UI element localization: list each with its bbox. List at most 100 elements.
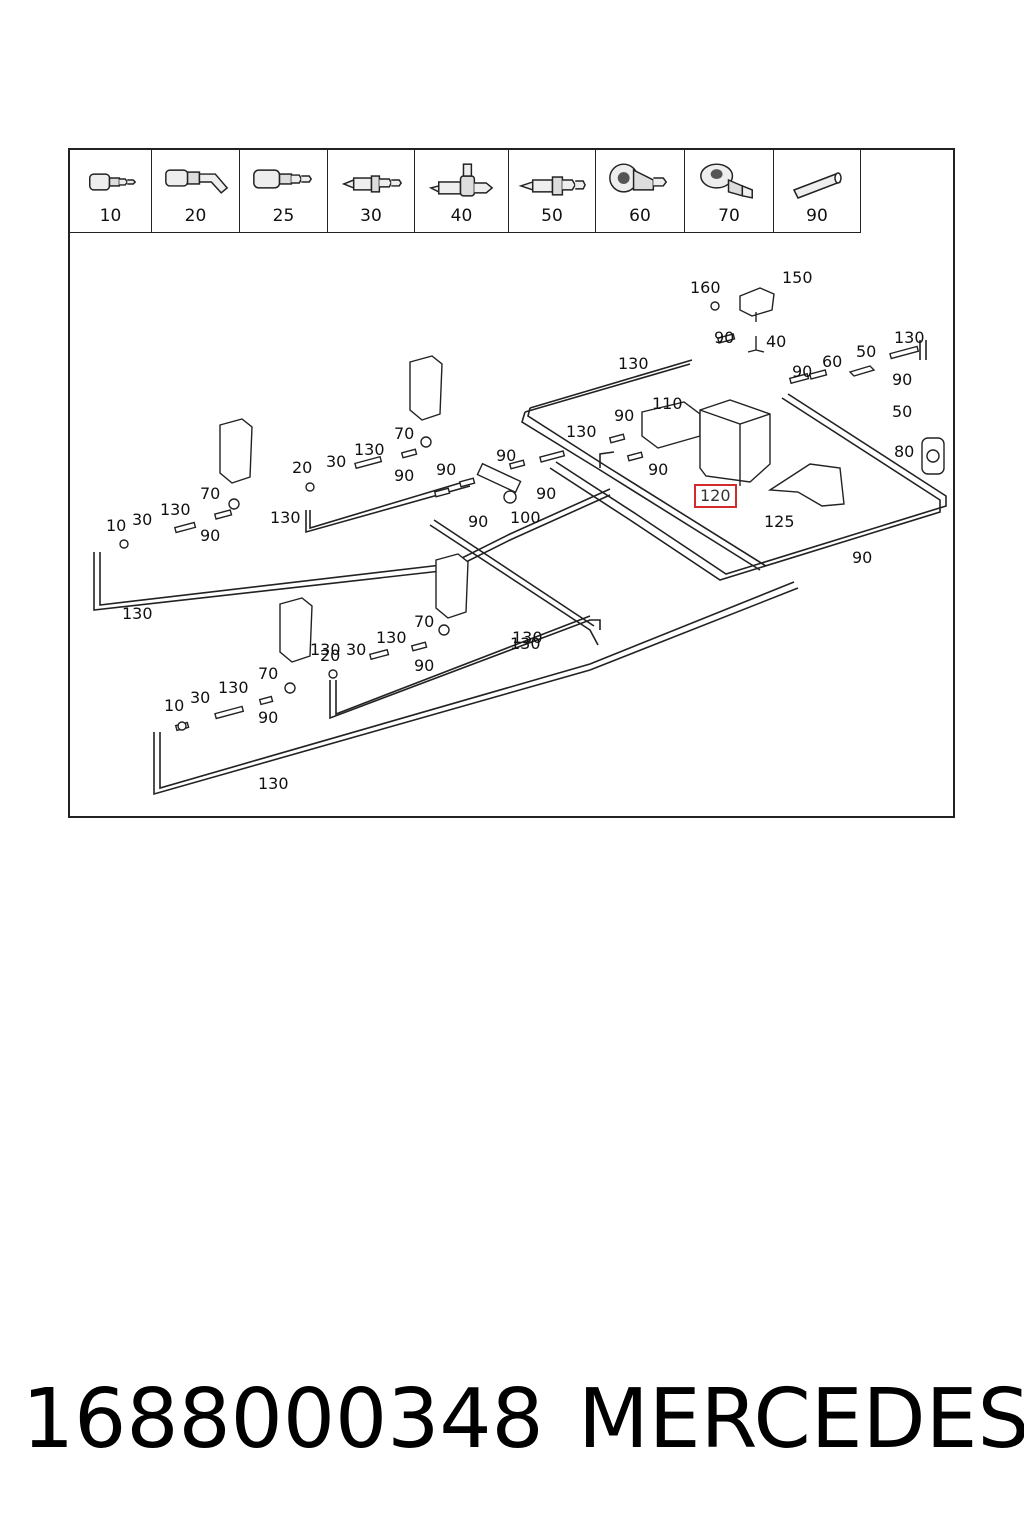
elbow-connector-icon [165, 169, 229, 194]
washer-reservoir [699, 399, 771, 483]
footer-caption: 1688000348 MERCEDES [22, 1370, 1024, 1470]
hose-line [159, 581, 795, 790]
coupling-icon [253, 169, 313, 189]
callout-label: 70 [394, 424, 415, 443]
callout-label: 90 [852, 548, 873, 567]
part-number: 1688000348 [22, 1372, 544, 1467]
legend-cell-40[interactable]: 40 [415, 150, 509, 232]
hose-line [309, 479, 471, 530]
hose-line [527, 407, 767, 567]
legend-number: 20 [184, 206, 207, 226]
nozzle-jet [409, 355, 443, 421]
legend-cell-70[interactable]: 70 [685, 150, 774, 232]
tee-connector-icon [428, 163, 494, 197]
callout-label: 10 [106, 516, 127, 535]
callout-label: 30 [326, 452, 347, 471]
elbow-valve-icon [700, 163, 753, 199]
hose-line [555, 393, 947, 575]
callout-label: 130 [270, 508, 301, 527]
legend-cell-60[interactable]: 60 [596, 150, 685, 232]
legend-number: 70 [718, 206, 740, 226]
callout-label: 80 [894, 442, 915, 461]
callout-label: 130 [894, 328, 925, 347]
hose-routing-drawing [93, 287, 947, 796]
callout-label: 90 [496, 446, 517, 465]
callout-label: 130 [376, 628, 407, 647]
hose-line [529, 359, 693, 409]
legend-cell-30[interactable]: 30 [328, 150, 415, 232]
hose-line [433, 519, 595, 627]
check-valve [739, 287, 775, 317]
callout-label: 70 [200, 484, 221, 503]
legend-number: 30 [360, 206, 382, 226]
callout-label: 50 [856, 342, 877, 361]
callout-label: 130 [218, 678, 249, 697]
callout-label: 70 [258, 664, 279, 683]
callout-label: 90 [394, 466, 415, 485]
callout-label: 90 [468, 512, 489, 531]
hose-line [524, 363, 691, 413]
callout-label: 30 [132, 510, 153, 529]
brand-name: MERCEDES [578, 1372, 1024, 1467]
callout-label: 100 [510, 508, 541, 527]
callout-label: 130 [258, 774, 289, 793]
coupling-icon [89, 173, 137, 191]
legend-number: 50 [541, 206, 563, 226]
callout-label: 30 [190, 688, 211, 707]
callout-label: 130 [160, 500, 191, 519]
callout-label: 90 [648, 460, 669, 479]
legend-cell-90[interactable]: 90 [774, 150, 860, 232]
callout-label: 160 [690, 278, 721, 297]
hose-line [549, 397, 941, 581]
callout-label: 20 [292, 458, 313, 477]
callout-label: 90 [536, 484, 557, 503]
hose-line [305, 485, 471, 534]
parts-legend: 10 20 25 [70, 150, 861, 233]
callout-label: 130 [122, 604, 153, 623]
callout-label: 130 [354, 440, 385, 459]
straight-connector-icon [341, 175, 403, 193]
legend-cell-10[interactable]: 10 [70, 150, 152, 232]
callout-label: 50 [892, 402, 913, 421]
hose-line [335, 615, 591, 716]
legend-cell-25[interactable]: 25 [240, 150, 328, 232]
callout-label: 130 [618, 354, 649, 373]
callout-label: 90 [714, 328, 735, 347]
callout-label: 125 [764, 512, 795, 531]
reservoir-cover [767, 463, 845, 507]
diagram-frame: 10 20 25 [68, 148, 955, 818]
legend-number: 90 [806, 206, 828, 226]
legend-number: 10 [99, 206, 122, 226]
callout-label: 90 [258, 708, 279, 727]
callout-label: 10 [164, 696, 185, 715]
legend-number: 25 [272, 206, 295, 226]
highlighted-callout[interactable]: 120 [694, 484, 737, 508]
callout-label: 20 [320, 646, 341, 665]
callout-label: 150 [782, 268, 813, 287]
callout-label: 90 [200, 526, 221, 545]
callout-label: 30 [346, 640, 367, 659]
hose-sleeve-icon [792, 172, 842, 199]
callout-label: 40 [766, 332, 787, 351]
nozzle-jet [435, 553, 469, 619]
hose-line [429, 524, 599, 646]
nozzle-jet [219, 418, 253, 484]
legend-cell-20[interactable]: 20 [152, 150, 240, 232]
hose-line [153, 587, 799, 796]
callout-label: 130 [512, 628, 543, 647]
callout-label: 90 [436, 460, 457, 479]
callout-label: 90 [614, 406, 635, 425]
legend-number: 40 [450, 206, 473, 226]
hose-line [521, 411, 761, 571]
callout-label: 90 [792, 362, 813, 381]
legend-number: 60 [629, 206, 651, 226]
callout-label: 70 [414, 612, 435, 631]
callout-label: 90 [414, 656, 435, 675]
hose-line [329, 619, 601, 720]
check-valve-icon [609, 163, 668, 193]
callout-label: 60 [822, 352, 843, 371]
legend-cell-50[interactable]: 50 [509, 150, 596, 232]
callout-label: 130 [510, 634, 541, 653]
callout-label: 130 [310, 640, 341, 659]
nozzle-jet [279, 597, 313, 663]
